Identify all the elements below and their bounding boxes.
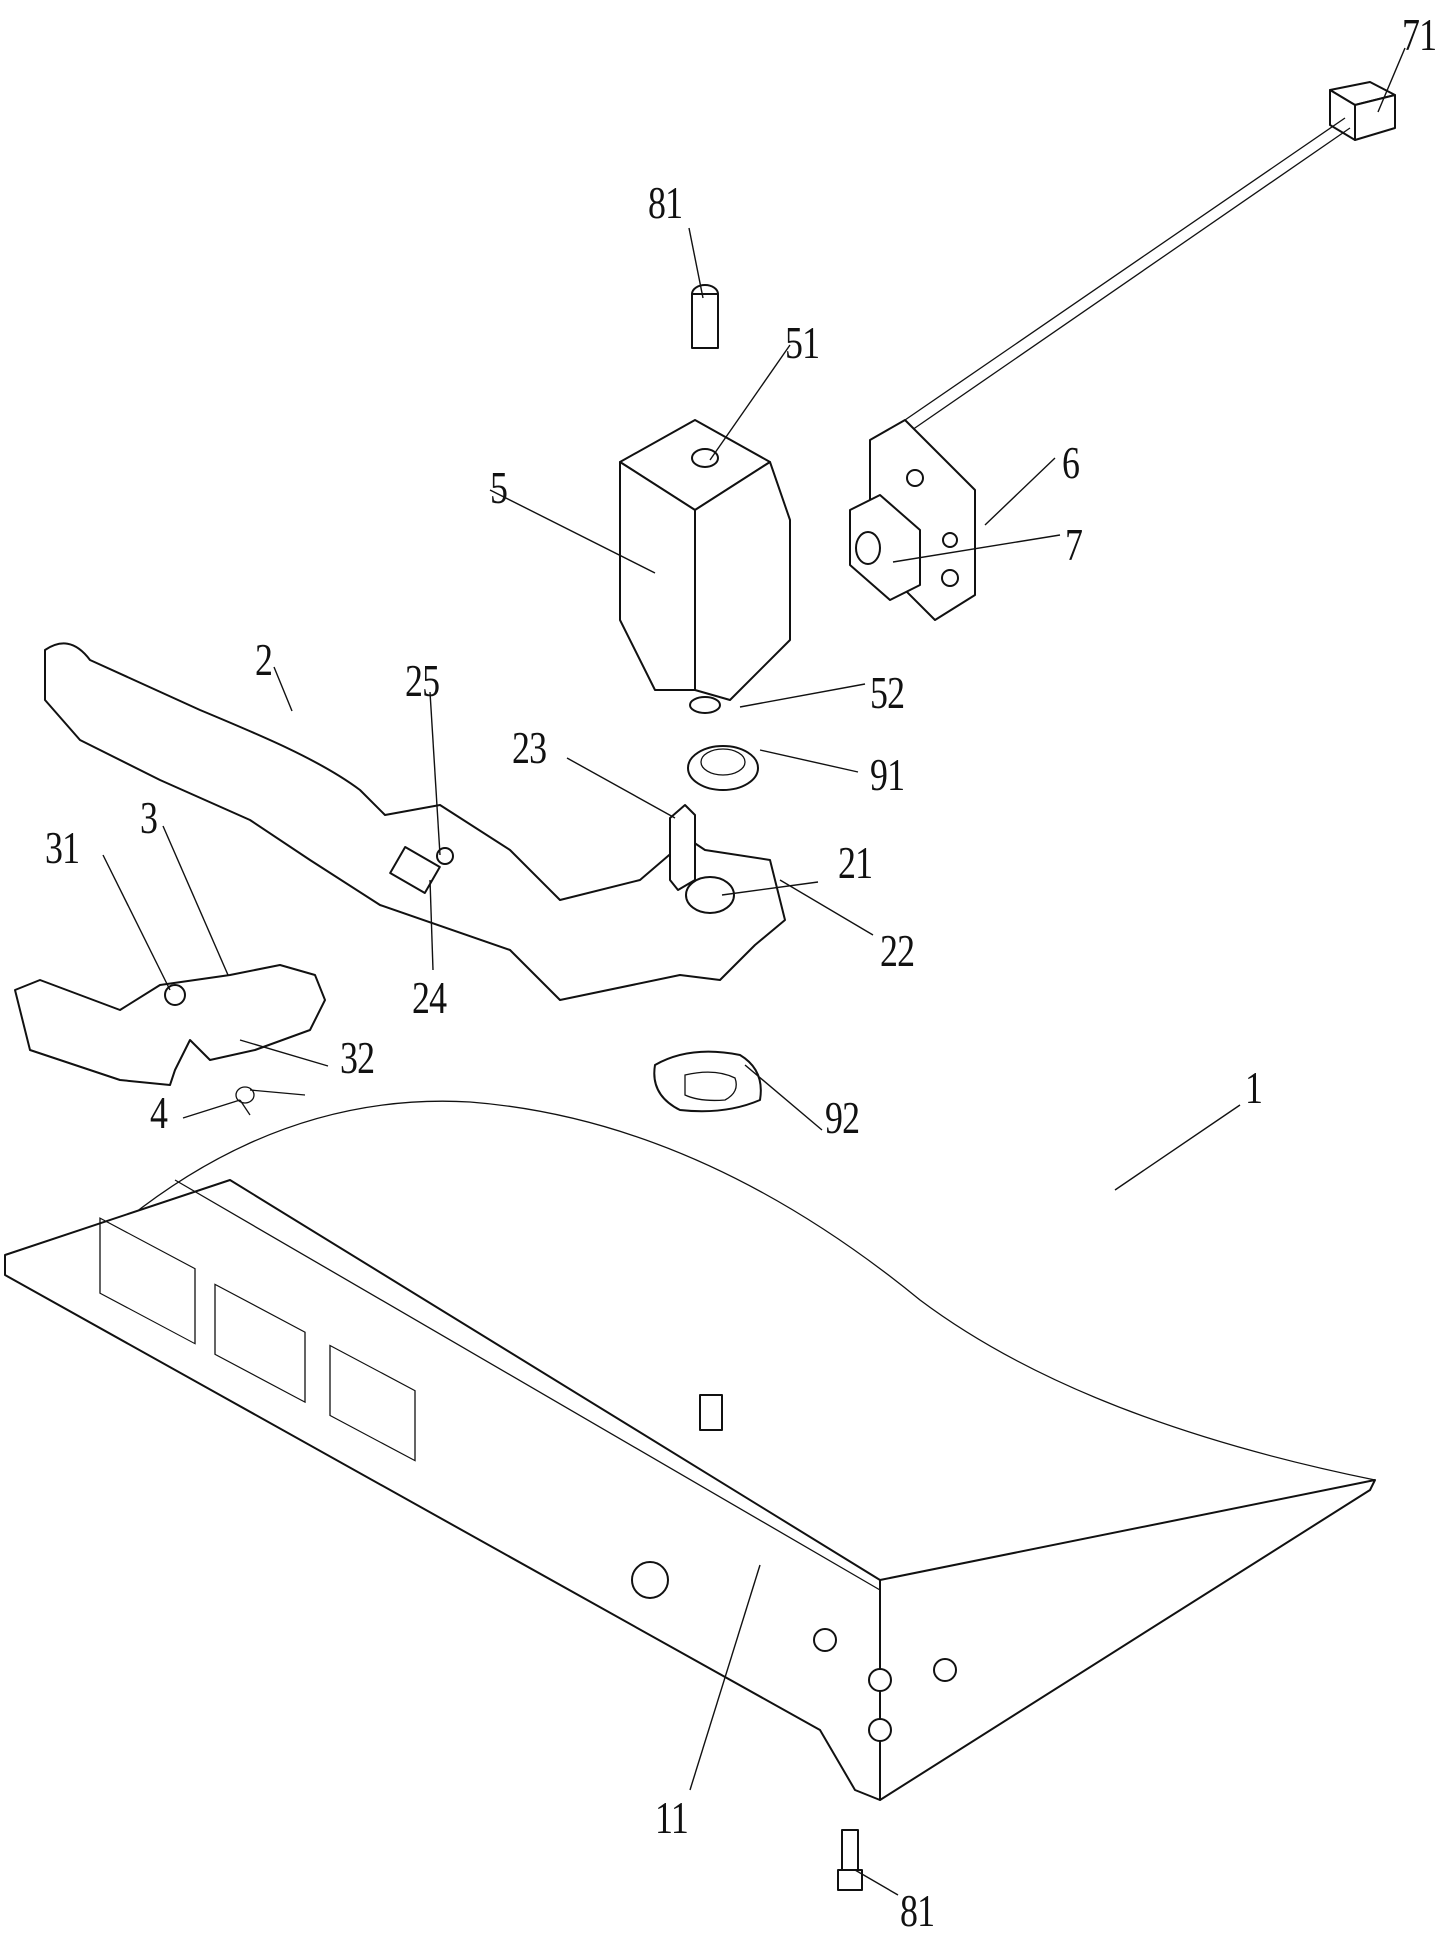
label-22: 22 xyxy=(880,925,915,976)
leader-lines xyxy=(102,47,1406,1896)
part-1-base-plate xyxy=(4,1100,1376,1801)
leader-7 xyxy=(892,534,1061,563)
leader-21 xyxy=(721,881,819,896)
leader-1 xyxy=(1114,1104,1241,1191)
leader-6 xyxy=(984,457,1056,526)
label-4: 4 xyxy=(150,1087,168,1138)
label-52: 52 xyxy=(870,667,905,718)
part-7-switch xyxy=(849,494,921,601)
label-24: 24 xyxy=(412,972,447,1023)
label-81-top: 81 xyxy=(648,177,683,228)
label-92: 92 xyxy=(825,1092,860,1143)
part-81-screw-top xyxy=(691,284,719,349)
label-25: 25 xyxy=(405,655,440,706)
leader-2 xyxy=(273,666,293,712)
leader-4 xyxy=(182,1099,241,1119)
part-71-connector xyxy=(1329,81,1396,141)
part-92-washer xyxy=(653,1050,762,1113)
part-81-screw-bottom xyxy=(837,1829,863,1891)
label-7: 7 xyxy=(1065,519,1083,570)
leader-22 xyxy=(779,879,874,936)
leader-3 xyxy=(162,825,229,976)
label-51: 51 xyxy=(785,317,820,368)
label-81-bottom: 81 xyxy=(900,1885,935,1936)
part-5-block xyxy=(619,419,791,714)
label-23: 23 xyxy=(512,722,547,773)
leader-92 xyxy=(744,1064,823,1131)
leader-31 xyxy=(102,854,171,991)
label-3: 3 xyxy=(140,792,158,843)
part-91-ring xyxy=(687,745,759,791)
leader-25 xyxy=(429,691,441,856)
label-1: 1 xyxy=(1245,1062,1263,1113)
leader-81-bottom xyxy=(854,1869,899,1896)
leader-23 xyxy=(566,757,676,819)
label-71: 71 xyxy=(1402,9,1437,60)
label-2: 2 xyxy=(255,634,273,685)
part-cable xyxy=(904,117,1351,431)
leader-5 xyxy=(489,489,656,574)
leader-51 xyxy=(709,344,791,461)
leader-32 xyxy=(239,1039,329,1067)
part-3-latch xyxy=(14,964,326,1086)
label-11: 11 xyxy=(655,1792,689,1843)
leader-81-top xyxy=(688,227,704,299)
part-4-spring xyxy=(235,1086,306,1116)
leader-71 xyxy=(1377,47,1406,113)
label-91: 91 xyxy=(870,749,905,800)
label-5: 5 xyxy=(490,462,508,513)
label-31: 31 xyxy=(45,822,80,873)
label-32: 32 xyxy=(340,1032,375,1083)
label-21: 21 xyxy=(838,837,873,888)
leader-52 xyxy=(739,683,866,708)
label-6: 6 xyxy=(1062,437,1080,488)
leader-24 xyxy=(429,879,434,971)
leader-11 xyxy=(689,1564,761,1791)
part-2-lever xyxy=(44,642,786,1001)
leader-91 xyxy=(759,749,859,773)
